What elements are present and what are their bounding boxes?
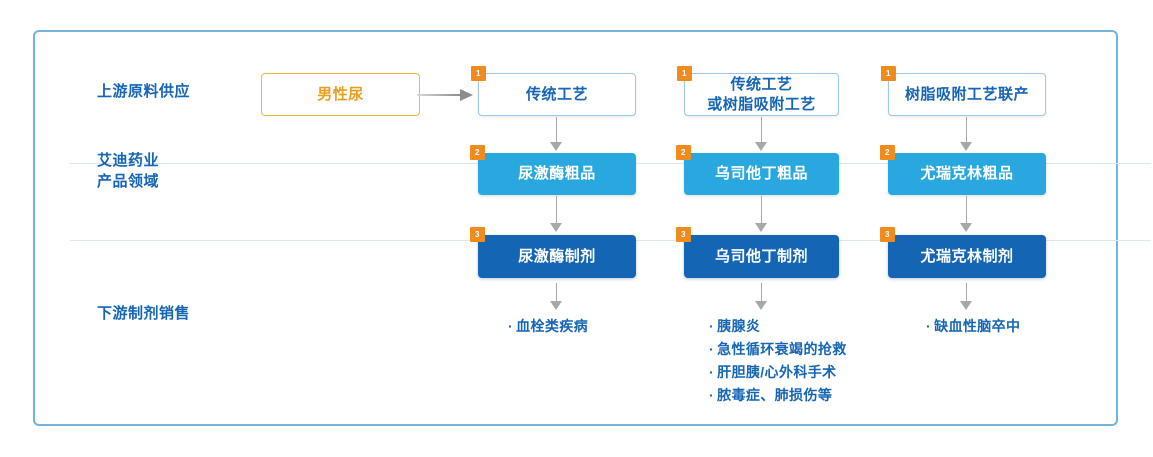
arrow-head (460, 89, 473, 101)
indication-list-urokinase: 血栓类疾病 (508, 315, 588, 338)
arrow-crude-to-formulation-1 (550, 196, 563, 232)
node-label: 乌司他丁粗品 (714, 165, 808, 182)
arrow-stem (966, 283, 967, 301)
arrow-source-to-process (417, 88, 473, 102)
arrow-stem (966, 196, 967, 223)
arrow-process-to-crude-3 (960, 117, 973, 151)
list-item: 胰腺炎 (709, 315, 847, 338)
list-item: 急性循环衰竭的抢救 (709, 338, 847, 361)
node-label: 尿激酶粗品 (518, 165, 596, 182)
node-label: 传统工艺 或树脂吸附工艺 (707, 75, 816, 113)
node-crude-ulinastatin[interactable]: 2 乌司他丁粗品 (676, 145, 839, 195)
arrow-stem (556, 117, 557, 142)
node-process-traditional[interactable]: 1 传统工艺 (471, 66, 636, 116)
node-label: 尤瑞克林制剂 (920, 247, 1014, 265)
node-label: 尿激酶制剂 (518, 247, 596, 265)
list-item: 血栓类疾病 (508, 315, 588, 338)
step-badge: 1 (677, 66, 692, 81)
arrow-head (550, 142, 562, 151)
node-label: 树脂吸附工艺联产 (904, 85, 1029, 103)
arrow-stem (556, 283, 557, 301)
node-process-traditional-or-resin[interactable]: 1 传统工艺 或树脂吸附工艺 (677, 66, 839, 116)
step-badge: 3 (880, 227, 895, 242)
arrow-head (960, 142, 972, 151)
arrow-stem (761, 283, 762, 301)
arrow-stem (761, 117, 762, 142)
node-label: 传统工艺 (525, 85, 588, 103)
list-item: 脓毒症、肺损伤等 (709, 384, 847, 407)
stage-label-products: 艾迪药业 产品领域 (97, 152, 160, 190)
arrow-head (755, 301, 767, 310)
arrow-stem (417, 94, 461, 96)
node-crude-urokinase[interactable]: 2 尿激酶粗品 (470, 145, 636, 195)
arrow-stem (556, 196, 557, 223)
arrow-process-to-crude-2 (755, 117, 768, 151)
stage-label-upstream: 上游原料供应 (97, 83, 191, 100)
arrow-process-to-crude-1 (550, 117, 563, 151)
node-formulation-urokinase[interactable]: 3 尿激酶制剂 (470, 227, 636, 278)
arrow-crude-to-formulation-2 (755, 196, 768, 232)
arrow-formulation-to-indications-1 (550, 283, 563, 310)
node-label: 男性尿 (317, 85, 364, 103)
node-label: 乌司他丁制剂 (714, 247, 808, 265)
arrow-formulation-to-indications-3 (960, 283, 973, 310)
step-badge: 2 (470, 145, 485, 160)
step-badge: 3 (676, 227, 691, 242)
node-formulation-urinastatin-k[interactable]: 3 尤瑞克林制剂 (880, 227, 1046, 278)
list-item: 缺血性脑卒中 (926, 315, 1020, 338)
node-formulation-ulinastatin[interactable]: 3 乌司他丁制剂 (676, 227, 839, 278)
step-badge: 2 (676, 145, 691, 160)
arrow-stem (966, 117, 967, 142)
node-process-resin-coproduction[interactable]: 1 树脂吸附工艺联产 (881, 66, 1046, 116)
node-source-male-urine[interactable]: 男性尿 (261, 73, 420, 116)
arrow-head (550, 223, 562, 232)
indication-list-urinastatin-k: 缺血性脑卒中 (926, 315, 1020, 338)
indication-list-ulinastatin: 胰腺炎 急性循环衰竭的抢救 肝胆胰/心外科手术 脓毒症、肺损伤等 (709, 315, 847, 407)
node-crude-urinastatin-k[interactable]: 2 尤瑞克林粗品 (880, 145, 1046, 195)
arrow-head (960, 223, 972, 232)
step-badge: 1 (471, 66, 486, 81)
arrow-head (960, 301, 972, 310)
arrow-head (550, 301, 562, 310)
arrow-head (755, 223, 767, 232)
arrow-head (755, 142, 767, 151)
step-badge: 1 (881, 66, 896, 81)
arrow-crude-to-formulation-3 (960, 196, 973, 232)
list-item: 肝胆胰/心外科手术 (709, 361, 847, 384)
step-badge: 2 (880, 145, 895, 160)
arrow-formulation-to-indications-2 (755, 283, 768, 310)
step-badge: 3 (470, 227, 485, 242)
arrow-stem (761, 196, 762, 223)
stage-label-downstream: 下游制剂销售 (97, 305, 191, 322)
node-label: 尤瑞克林粗品 (920, 165, 1014, 182)
